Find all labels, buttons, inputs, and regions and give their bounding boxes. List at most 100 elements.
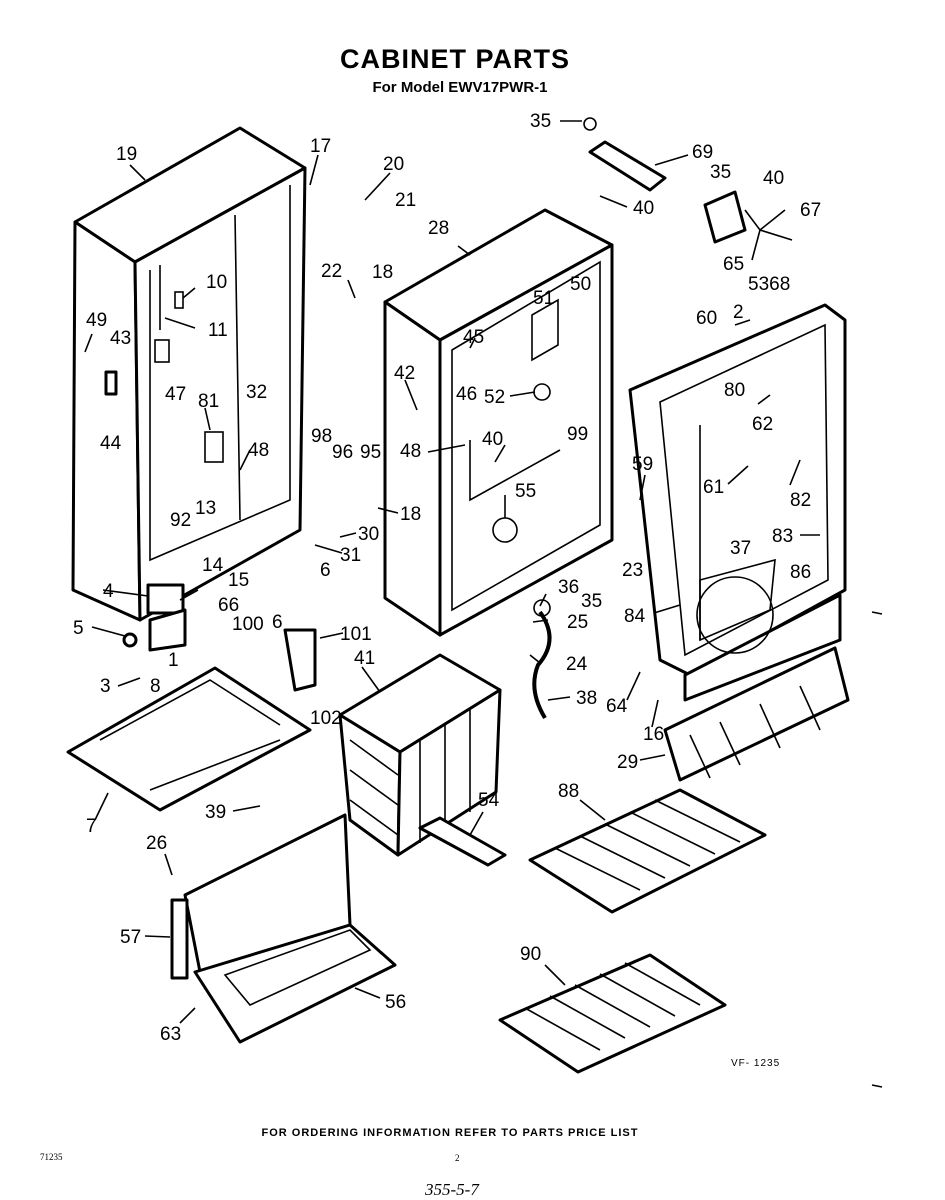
part-label: 3 (100, 676, 111, 697)
part-label: 40 (482, 429, 503, 450)
part-label: 14 (202, 555, 224, 576)
part-label: 63 (160, 1024, 181, 1045)
part-label: 5 (73, 618, 84, 639)
part-label: 41 (354, 648, 375, 669)
part-label: 45 (463, 327, 484, 348)
part-label: 59 (632, 454, 653, 475)
part-label: 6 (272, 612, 283, 633)
part-label: 35 (581, 591, 602, 612)
part-label: 5368 (748, 274, 790, 295)
part-label: 84 (624, 606, 646, 627)
ordering-info-footer: FOR ORDERING INFORMATION REFER TO PARTS … (261, 1127, 639, 1139)
part-label: 80 (724, 380, 745, 401)
part-label: 50 (570, 274, 591, 295)
drain-hose (532, 599, 552, 720)
bottom-pan (66, 666, 312, 812)
part-label: 96 (332, 442, 353, 463)
part-label: 18 (400, 504, 421, 525)
part-label: 44 (100, 433, 122, 454)
part-label: 55 (515, 481, 536, 502)
part-label: 19 (116, 144, 137, 165)
part-label: 23 (622, 560, 643, 581)
part-label: 25 (567, 612, 588, 633)
part-label: 37 (730, 538, 751, 559)
part-label: 24 (566, 654, 588, 675)
part-label: 54 (478, 790, 500, 811)
leader-lines (84, 120, 820, 1024)
part-label: 61 (703, 477, 724, 498)
part-label: 7 (86, 816, 97, 837)
part-label: 15 (228, 570, 249, 591)
part-label: 52 (484, 387, 505, 408)
part-label: 31 (340, 545, 361, 566)
part-label: 51 (533, 288, 554, 309)
part-label: 35 (530, 111, 551, 132)
part-label: 92 (170, 510, 191, 531)
part-label: 65 (723, 254, 744, 275)
part-label: 47 (165, 384, 186, 405)
part-label: 64 (606, 696, 628, 717)
part-label: 83 (772, 526, 793, 547)
part-label: 36 (558, 577, 579, 598)
wire-shelf-88 (528, 788, 767, 914)
part-label: 2 (733, 302, 744, 323)
part-label: 48 (248, 440, 269, 461)
fan-assembly (583, 117, 793, 261)
part-label: 62 (752, 414, 773, 435)
document-code: 71235 (40, 1152, 63, 1162)
cabinet-shell (71, 126, 307, 622)
part-label: 13 (195, 498, 216, 519)
model-subtitle: For Model EWV17PWR-1 (372, 79, 548, 96)
part-label: 81 (198, 391, 219, 412)
part-label: 26 (146, 833, 167, 854)
part-label: 95 (360, 442, 381, 463)
part-label: 17 (310, 136, 331, 157)
diagram-code: VF- 1235 (731, 1058, 781, 1069)
part-label: 102 (310, 708, 342, 729)
wire-shelf-90 (498, 953, 727, 1074)
part-label: 28 (428, 218, 449, 239)
part-label: 69 (692, 142, 713, 163)
part-label: 56 (385, 992, 406, 1013)
part-label: 18 (372, 262, 393, 283)
part-label: 67 (800, 200, 821, 221)
part-label: 32 (246, 382, 267, 403)
part-label: 100 (232, 614, 264, 635)
part-label: 90 (520, 944, 541, 965)
part-label: 1 (168, 650, 179, 671)
part-label: 30 (358, 524, 379, 545)
cabinet-liner (383, 208, 614, 637)
part-label: 11 (208, 320, 228, 341)
part-label: 49 (86, 310, 107, 331)
part-label: 29 (617, 752, 638, 773)
part-label: 60 (696, 308, 717, 329)
part-label: 20 (383, 154, 404, 175)
part-label: 10 (206, 272, 227, 293)
part-label: 21 (395, 190, 416, 211)
part-label: 42 (394, 363, 415, 384)
part-label: 8 (150, 676, 161, 697)
part-label: 6 (320, 560, 331, 581)
part-label: 98 (311, 426, 332, 447)
part-label: 22 (321, 261, 342, 282)
part-label: 48 (400, 441, 421, 462)
part-labels: 19 17 20 21 18 35 69 35 40 40 67 65 5368… (73, 111, 821, 1045)
part-label: 40 (633, 198, 654, 219)
part-label: 38 (576, 688, 597, 709)
shelf-bracket (418, 816, 507, 867)
part-label: 86 (790, 562, 811, 583)
part-label: 57 (120, 927, 141, 948)
wire-basket (338, 653, 502, 857)
crisper-panel (170, 813, 397, 1044)
door-assembly (628, 303, 847, 702)
part-label: 35 (710, 162, 731, 183)
page-title: CABINET PARTS (339, 44, 570, 74)
part-label: 66 (218, 595, 239, 616)
part-label: 99 (567, 424, 588, 445)
handwritten-note: 355-5-7 (425, 1180, 479, 1199)
part-label: 43 (110, 328, 131, 349)
page-number: 2 (455, 1153, 460, 1163)
part-label: 39 (205, 802, 226, 823)
part-label: 101 (340, 624, 372, 645)
